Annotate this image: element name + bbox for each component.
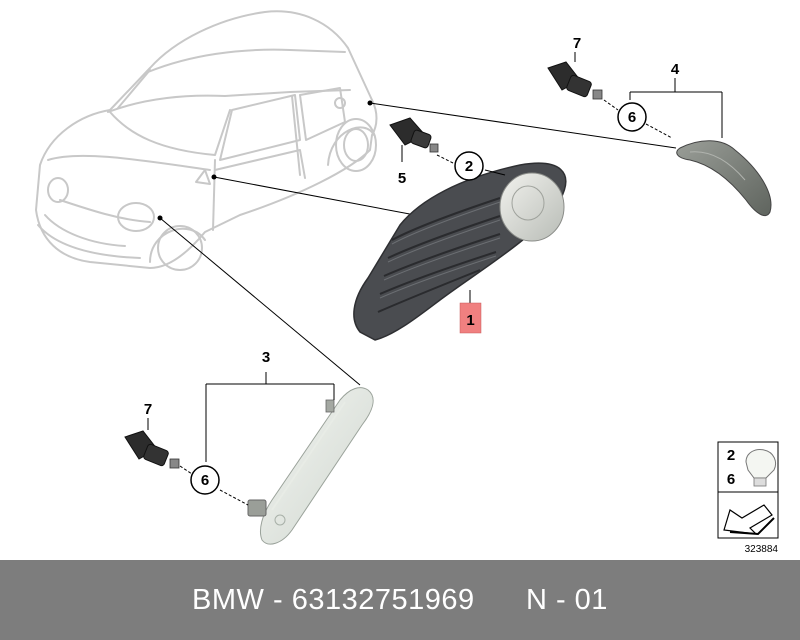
inset-box: 2 6 xyxy=(717,441,779,539)
side-marker-part-3: 3 xyxy=(205,349,374,545)
side-marker-part-4: 4 xyxy=(629,61,772,216)
callout-6-lower: 6 xyxy=(179,465,220,495)
callout-4-label: 4 xyxy=(671,61,680,78)
callout-3-label: 3 xyxy=(262,349,270,366)
car-outline xyxy=(35,10,378,271)
footer-brand: BMW xyxy=(192,583,265,616)
footer-gap xyxy=(475,584,526,617)
leader-lines xyxy=(159,102,677,386)
bulb-socket-part-7-lower: 7 xyxy=(124,401,180,469)
callout-2-label: 2 xyxy=(465,158,473,175)
callout-7-upper-label: 7 xyxy=(573,35,581,52)
bulb-socket-part-5: 5 xyxy=(389,117,439,187)
reference-number: 323884 xyxy=(745,544,779,555)
callout-2: 2 xyxy=(436,151,506,181)
inset-label-top: 2 xyxy=(727,447,735,464)
side-indicator-part-1 xyxy=(353,162,567,341)
callout-6-upper: 6 xyxy=(603,99,647,132)
callout-7-lower-label: 7 xyxy=(144,401,152,418)
wedge-bulb-icon xyxy=(745,449,777,487)
callout-1-label: 1 xyxy=(466,312,474,329)
footer-part-number: 63132751969 xyxy=(291,583,475,616)
callout-5-label: 5 xyxy=(398,170,406,187)
footer-code: N - 01 xyxy=(525,583,608,616)
inset-label-bottom: 6 xyxy=(727,471,735,488)
callout-6-upper-label: 6 xyxy=(628,109,636,126)
callout-6-lower-label: 6 xyxy=(201,472,209,489)
footer-bar: BMW - 63132751969 N - 01 xyxy=(0,560,800,640)
direction-arrow-icon xyxy=(723,504,775,536)
leader-dots xyxy=(157,100,373,221)
bulb-socket-part-7-upper: 7 xyxy=(547,35,603,100)
footer-separator: - xyxy=(264,583,292,616)
callout-1: 1 xyxy=(459,290,482,334)
parts-diagram: 1 2 5 4 xyxy=(35,10,779,555)
